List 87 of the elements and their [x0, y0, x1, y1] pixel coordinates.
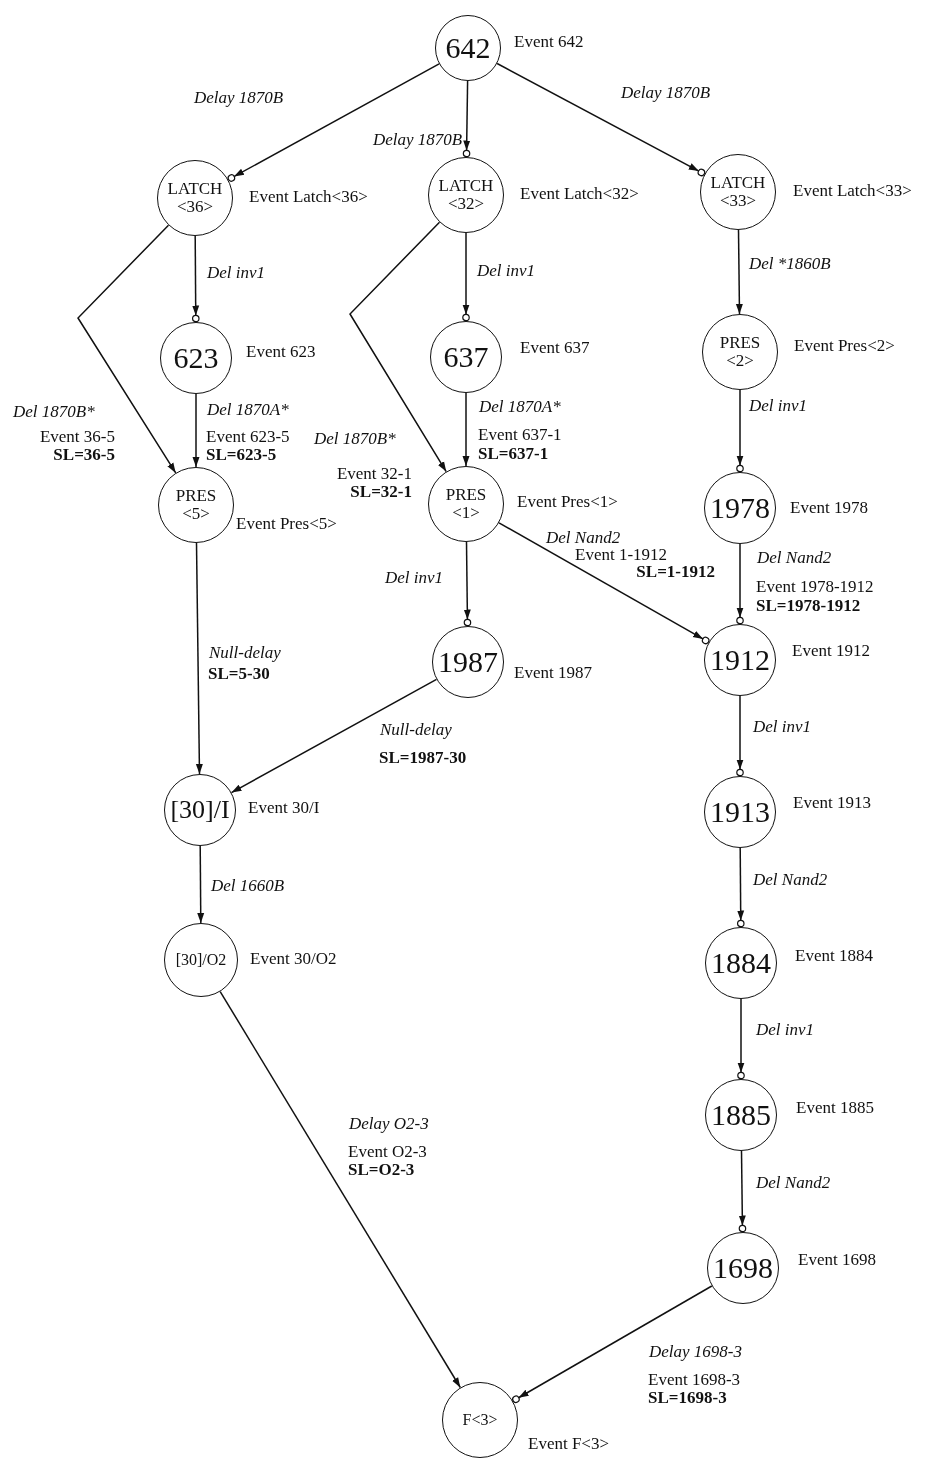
arrow: [498, 522, 710, 645]
node-label: 637: [442, 341, 490, 373]
node-label: LATCH <33>: [709, 174, 767, 210]
event-label: Event Pres<2>: [794, 336, 895, 356]
arrow: [462, 80, 471, 158]
event-label: Event Latch<36>: [249, 187, 368, 207]
arrow: [191, 235, 200, 323]
arrow: [736, 998, 746, 1080]
event-label: Event Latch<32>: [520, 184, 639, 204]
event-circle: [442, 1382, 518, 1458]
arrow: [461, 232, 471, 322]
slack-label: SL=5-30: [208, 664, 270, 684]
arrow: [463, 541, 472, 627]
event-label: Event 1885: [796, 1098, 874, 1118]
arrow: [735, 695, 745, 777]
event-label: Event 623: [246, 342, 316, 362]
edge-label: Delay O2-3: [348, 1114, 430, 1134]
arrow: [192, 393, 200, 468]
arrow: [462, 392, 470, 467]
edge-label: Null-delay: [379, 720, 453, 740]
node-label: LATCH <36>: [166, 180, 224, 216]
event-label: Event Latch<33>: [793, 181, 912, 201]
edge-label: Delay 1698-3: [648, 1342, 743, 1362]
event-label: Event 1698-3: [648, 1370, 741, 1390]
slack-label: SL=623-5: [206, 445, 277, 465]
arrow: [230, 678, 438, 794]
node-label: 623: [172, 342, 220, 374]
arrow: [197, 845, 205, 924]
node-label: 1912: [709, 644, 771, 676]
event-label: Event 642: [514, 32, 584, 52]
node-label: PRES <5>: [174, 487, 218, 523]
node-label: F<3>: [461, 1411, 499, 1429]
slack-label: SL=1978-1912: [756, 596, 861, 616]
slack-label: SL=637-1: [478, 444, 549, 464]
arrow: [227, 63, 440, 182]
slack-label: SL=O2-3: [348, 1160, 415, 1180]
event-label: Event F<3>: [528, 1434, 610, 1454]
slack-label: SL=1698-3: [648, 1388, 727, 1408]
event-label: Event 1913: [793, 793, 871, 813]
edge-label: Delay 1870B: [620, 83, 712, 103]
event-label: Event 1-1912: [575, 545, 668, 565]
edge-label: Delay 1870B: [193, 88, 285, 108]
node-label: 1978: [709, 492, 771, 524]
arrow: [512, 1285, 713, 1404]
arrow: [496, 62, 706, 177]
node-label: 1885: [710, 1099, 772, 1131]
arrow: [738, 1150, 747, 1233]
slack-label: SL=1987-30: [379, 748, 467, 768]
event-label: Event 1698: [798, 1250, 876, 1270]
node-label: 1698: [712, 1252, 774, 1284]
node-label: [30]/I: [169, 796, 231, 824]
event-label: Event 1884: [795, 946, 873, 966]
node-label: PRES <1>: [444, 486, 488, 522]
event-label: Event 36-5: [39, 427, 115, 447]
node-label: [30]/O2: [174, 951, 228, 969]
event-label: Event 1978: [790, 498, 868, 518]
event-label: Event 1978-1912: [756, 577, 874, 597]
node-label: 1987: [437, 646, 499, 678]
node-label: 1913: [709, 796, 771, 828]
edge-label: Null-delay: [208, 643, 282, 663]
edge-label: Delay 1870B: [372, 130, 464, 150]
node-label: 1884: [710, 947, 772, 979]
event-label: Event 30/I: [248, 798, 320, 818]
event-label: Event 30/O2: [250, 949, 337, 969]
slack-label: SL=32-1: [350, 482, 412, 502]
event-label: Event 637: [520, 338, 590, 358]
slack-label: SL=1-1912: [636, 562, 715, 582]
event-label: Event Pres<5>: [236, 514, 337, 534]
node-label: 642: [444, 32, 492, 64]
event-label: Event 1912: [792, 641, 870, 661]
arrow: [735, 229, 743, 315]
event-label: Event O2-3: [348, 1142, 427, 1162]
slack-label: SL=36-5: [53, 445, 115, 465]
arrow: [219, 990, 462, 1389]
event-label: Event 637-1: [478, 425, 562, 445]
arrow: [195, 542, 203, 775]
event-label: Event 32-1: [336, 464, 412, 484]
arrow: [77, 224, 177, 474]
event-label: Event 623-5: [206, 427, 290, 447]
node-label: LATCH <32>: [437, 177, 495, 213]
arrow: [735, 389, 745, 473]
arrow: [735, 543, 745, 625]
arrow: [349, 221, 447, 473]
node-label: PRES <2>: [718, 334, 762, 370]
event-label: Event 1987: [514, 663, 592, 683]
event-label: Event Pres<1>: [517, 492, 618, 512]
arrow: [736, 847, 745, 928]
